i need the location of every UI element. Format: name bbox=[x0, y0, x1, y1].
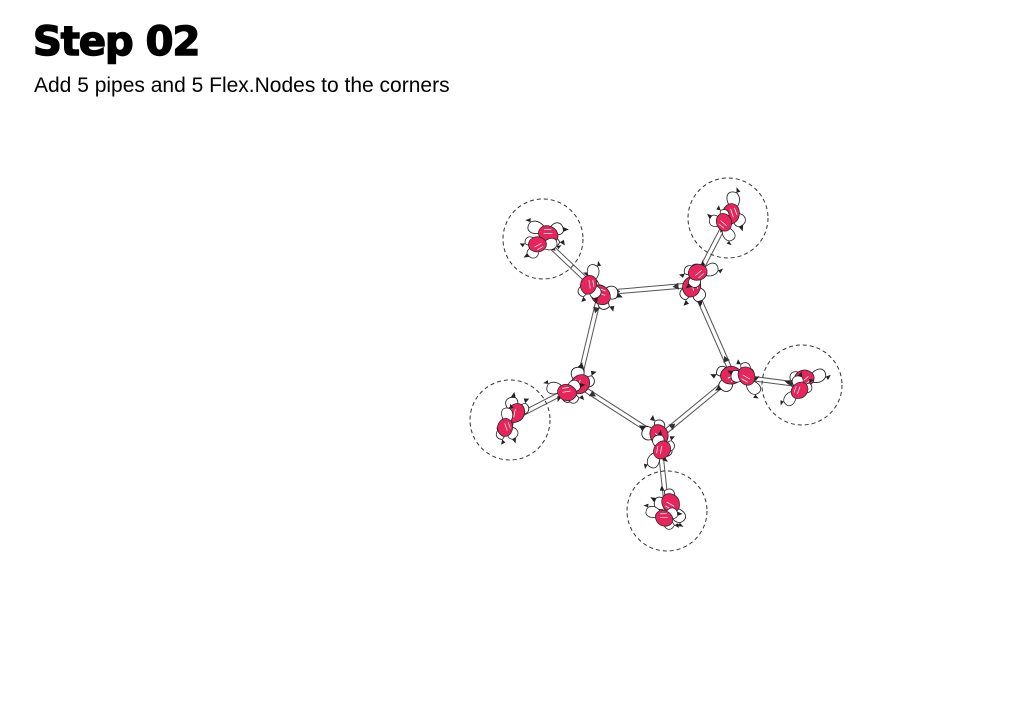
flex-node-twin bbox=[643, 503, 683, 530]
highlight-circle bbox=[687, 177, 769, 259]
highlight-circle bbox=[626, 470, 708, 552]
corner-flex-node bbox=[679, 262, 724, 289]
highlight-circle bbox=[761, 344, 843, 426]
flex-node-twin bbox=[519, 236, 562, 259]
flex-node-twin bbox=[495, 403, 519, 445]
corner-flex-node bbox=[643, 429, 675, 470]
corner-flex-node bbox=[543, 379, 586, 404]
highlight-circles-group bbox=[469, 177, 843, 552]
step-subtitle: Add 5 pipes and 5 Flex.Nodes to the corn… bbox=[34, 74, 450, 97]
step-title: Step 02 bbox=[32, 19, 201, 65]
corner-flex-node bbox=[727, 359, 762, 399]
highlight-circle bbox=[502, 198, 584, 280]
flex-node-twin bbox=[707, 205, 736, 246]
highlight-circle bbox=[469, 379, 551, 461]
flex-node bbox=[650, 485, 687, 527]
corner-flex-node bbox=[577, 260, 602, 304]
flex-node-twin bbox=[780, 371, 814, 407]
flex-nodes-group bbox=[495, 187, 831, 530]
